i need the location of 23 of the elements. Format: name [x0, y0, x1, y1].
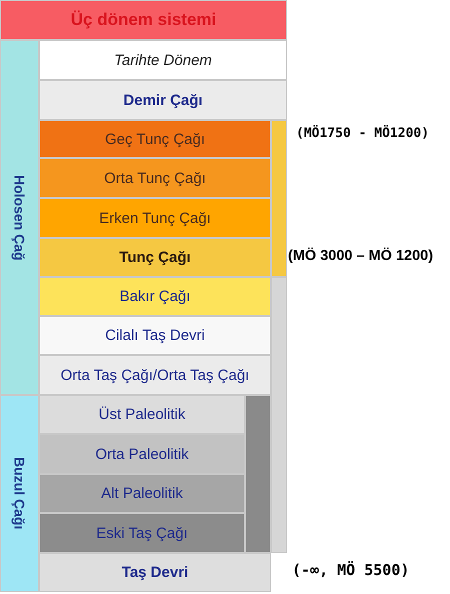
period-row: Orta Paleolitik [39, 434, 245, 474]
period-row: Orta Taş Çağı/Orta Taş Çağı [39, 355, 271, 395]
period-row: Tunç Çağı [39, 238, 271, 277]
period-row: Üst Paleolitik [39, 395, 245, 434]
era-band: Buzul Çağı [0, 395, 39, 592]
period-row: Cilalı Taş Devri [39, 316, 271, 355]
period-row: Bakır Çağı [39, 277, 271, 316]
period-row: Geç Tunç Çağı [39, 120, 271, 158]
date-range-label: (-∞, MÖ 5500) [292, 561, 410, 579]
era-band: Holosen Çağ [0, 40, 39, 395]
period-bar [245, 395, 271, 553]
date-range-label: (MÖ1750 - MÖ1200) [296, 126, 430, 141]
period-bar [271, 277, 287, 553]
period-row: Tarihte Dönem [39, 40, 287, 80]
date-range-label: (MÖ 3000 – MÖ 1200) [288, 248, 434, 264]
period-row: Erken Tunç Çağı [39, 198, 271, 238]
period-row: Orta Tunç Çağı [39, 158, 271, 198]
period-row: Demir Çağı [39, 80, 287, 120]
period-row: Eski Taş Çağı [39, 513, 245, 553]
period-bar [271, 120, 287, 277]
period-row: Alt Paleolitik [39, 474, 245, 513]
period-row: Taş Devri [39, 553, 271, 592]
table-header: Üç dönem sistemi [0, 0, 287, 40]
